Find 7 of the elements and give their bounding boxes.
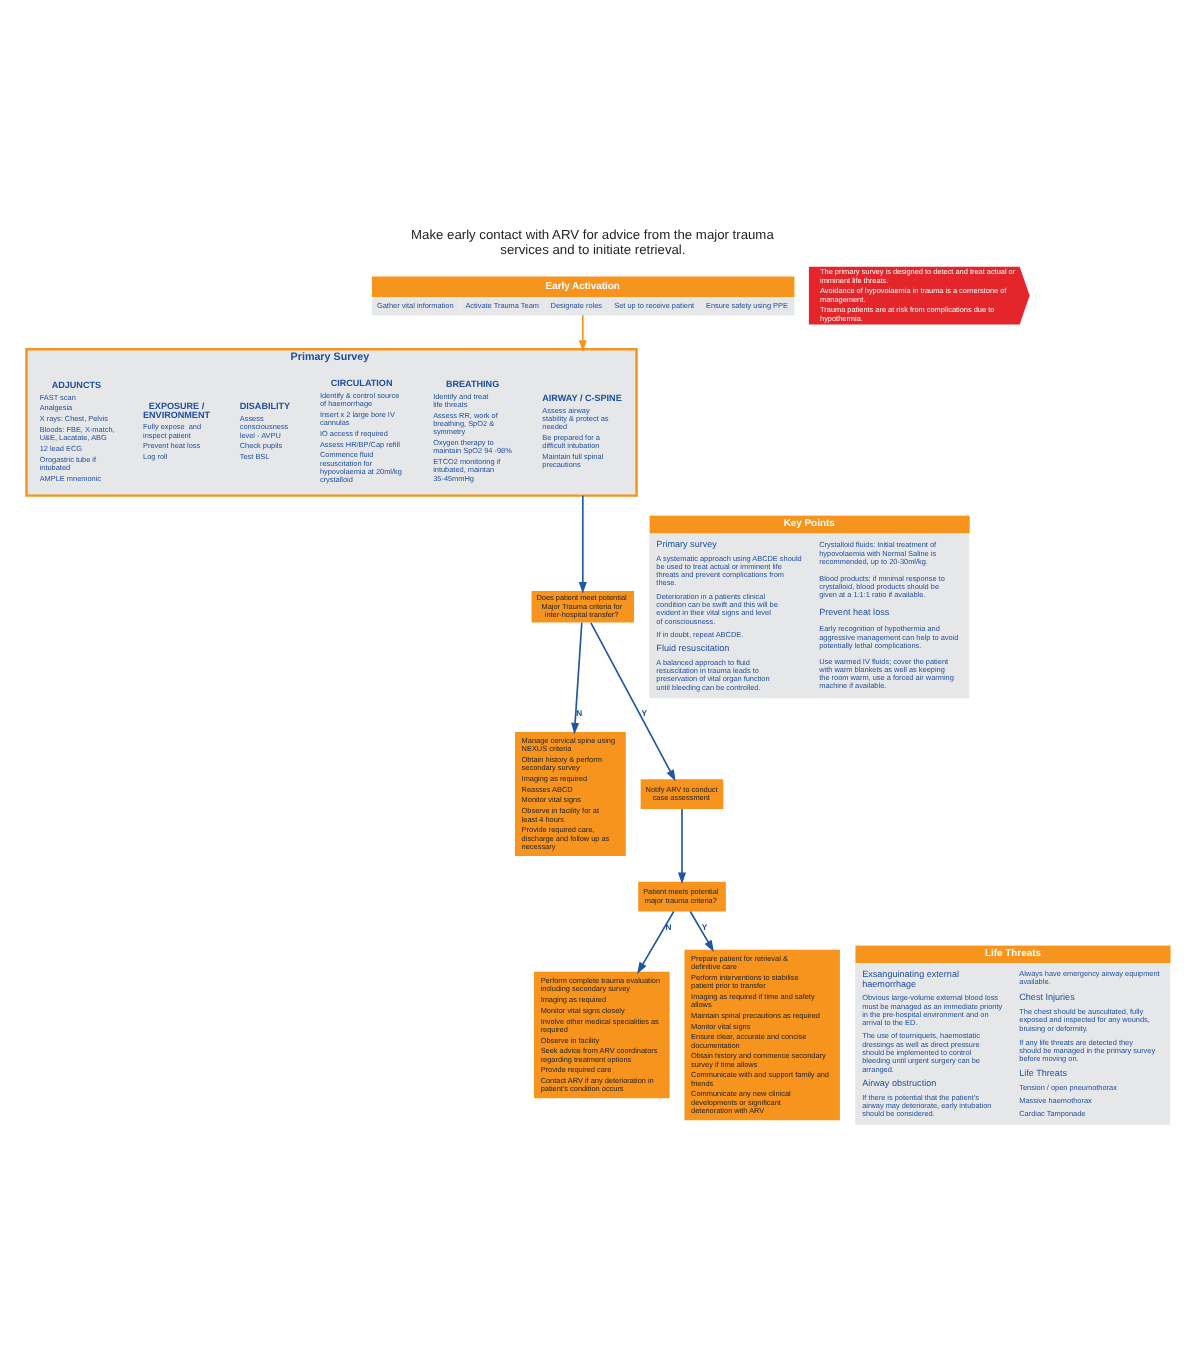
arrow xyxy=(677,808,687,885)
arrow xyxy=(637,910,675,974)
arrow xyxy=(689,910,714,952)
arrow xyxy=(590,622,676,782)
arrow xyxy=(578,314,587,352)
arrow xyxy=(578,494,587,594)
arrow xyxy=(571,622,583,735)
